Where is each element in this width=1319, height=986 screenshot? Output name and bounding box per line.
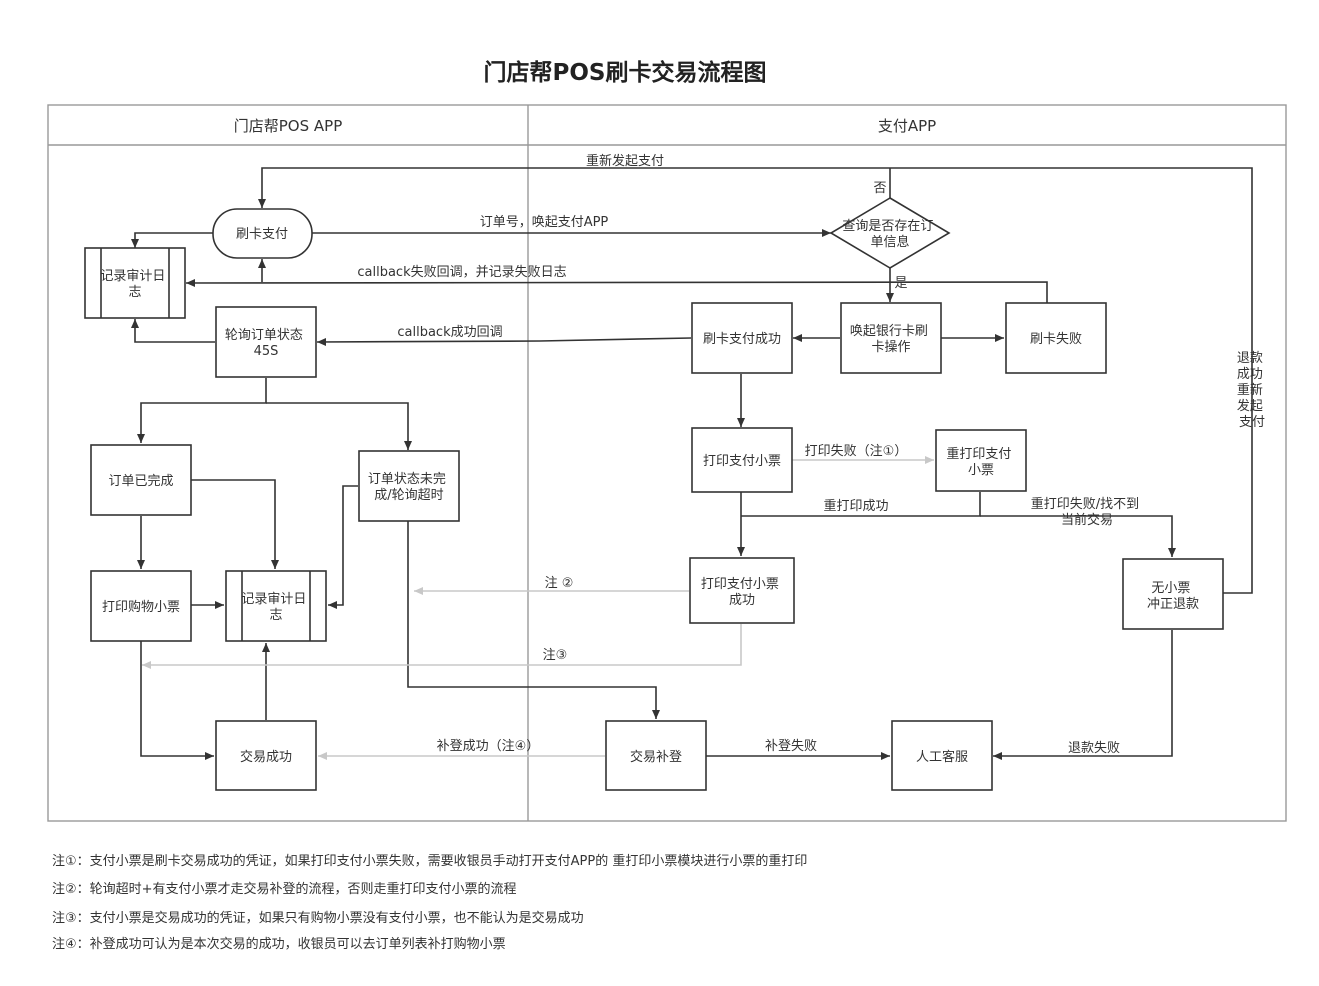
node-print-receipt-ok: 打印支付小票 成功 [689, 557, 795, 624]
node-poll-status: 轮询订单状态 45S [215, 306, 317, 378]
node-manual-service: 人工客服 [891, 720, 993, 791]
node-no-receipt: 无小票 冲正退款 [1122, 558, 1224, 630]
label-no: 否 [873, 181, 886, 196]
svg-text:刷卡支付成功: 刷卡支付成功 [703, 332, 781, 347]
edge-unfinished-to-supplement [407, 521, 660, 719]
edge-swipe-to-audit [131, 232, 213, 248]
svg-text:人工客服: 人工客服 [916, 749, 968, 765]
footnote-1: 注①：支付小票是刷卡交易成功的凭证，如果打印支付小票失败，需要收银员手动打开支付… [52, 854, 808, 869]
label-callback-success: callback成功回调 [397, 325, 502, 340]
label-note3: 注③ [543, 648, 568, 663]
edge-refund-fail [993, 630, 1173, 760]
lane-title-pay-app: 支付APP [878, 117, 936, 135]
footnote-3: 注③：支付小票是交易成功的凭证，如果只有购物小票没有支付小票，也不能认为是交易成… [52, 911, 584, 926]
svg-text:打印购物小票: 打印购物小票 [102, 599, 180, 615]
swimlane-frame [47, 104, 1287, 822]
node-invoke-bank: 唤起银行卡刷 卡操作 [840, 302, 942, 374]
svg-text:查询是否存在订 单信息: 查询是否存在订 单信息 [842, 219, 937, 250]
svg-text:记录审计日 志: 记录审计日 志 [100, 269, 169, 300]
svg-text:打印支付小票 成功: 打印支付小票 成功 [701, 577, 783, 608]
node-swipe-fail: 刷卡失败 [1005, 302, 1107, 374]
edge-refund-reinitiate [258, 167, 1253, 594]
svg-text:唤起银行卡刷 卡操作: 唤起银行卡刷 卡操作 [850, 324, 932, 355]
edge-poll-branch-timeout [266, 402, 412, 450]
node-swipe-pay: 刷卡支付 [212, 208, 313, 259]
node-order-unfinished: 订单状态未完 成/轮询超时 [358, 450, 460, 522]
svg-text:记录审计日 志: 记录审计日 志 [241, 592, 310, 623]
svg-text:刷卡支付: 刷卡支付 [236, 227, 288, 242]
edge-done-to-audit [191, 479, 279, 569]
node-reprint-receipt: 重打印支付 小票 [935, 429, 1027, 492]
node-print-shopping: 打印购物小票 [90, 570, 192, 642]
edge-callback-fail [185, 278, 1048, 303]
edge-note3 [142, 624, 742, 669]
node-supplement: 交易补登 [605, 720, 707, 791]
label-supplement-ok: 补登成功（注④） [437, 739, 540, 754]
label-re-initiate: 重新发起支付 [586, 153, 664, 169]
label-note2: 注 ② [545, 576, 574, 591]
footnote-4: 注④：补登成功可认为是本次交易的成功，收银员可以去订单列表补打购物小票 [52, 937, 506, 952]
edge-poll-branch-done [137, 378, 267, 443]
label-refund-retry: 退款 成功 重新 发起 支付 [1237, 351, 1267, 430]
edge-print-to-success [140, 641, 214, 760]
node-audit-log-top: 记录审计日 志 [84, 247, 186, 319]
label-callback-fail: callback失败回调，并记录失败日志 [357, 265, 566, 280]
svg-text:重打印支付 小票: 重打印支付 小票 [946, 446, 1015, 478]
footnote-2: 注②：轮询超时+有支付小票才走交易补登的流程，否则走重打印支付小票的流程 [52, 882, 517, 897]
svg-text:打印支付小票: 打印支付小票 [703, 454, 781, 469]
lane-title-pos-app: 门店帮POS APP [234, 117, 343, 135]
node-swipe-success: 刷卡支付成功 [691, 302, 793, 374]
label-reprint-ok: 重打印成功 [823, 498, 888, 514]
svg-text:交易补登: 交易补登 [630, 749, 682, 765]
label-reprint-fail: 重打印失败/找不到 当前交易 [1031, 496, 1144, 528]
node-print-receipt: 打印支付小票 [691, 427, 793, 493]
edge-reprint-fail [980, 515, 1176, 557]
svg-text:交易成功: 交易成功 [240, 749, 292, 765]
node-audit-log-mid: 记录审计日 志 [225, 570, 327, 642]
label-yes: 是 [894, 276, 907, 291]
diagram-title: 门店帮POS刷卡交易流程图 [484, 59, 767, 86]
label-refund-fail: 退款失败 [1068, 741, 1120, 756]
node-trade-success: 交易成功 [215, 720, 317, 791]
edge-poll-to-audit [131, 319, 215, 343]
edge-unfinished-to-audit [328, 485, 358, 609]
svg-text:刷卡失败: 刷卡失败 [1030, 332, 1082, 347]
svg-text:轮询订单状态 45S: 轮询订单状态 45S [225, 328, 307, 359]
label-order-invoke: 订单号，唤起支付APP [480, 215, 609, 230]
node-order-done: 订单已完成 [90, 444, 192, 516]
svg-text:订单状态未完 成/轮询超时: 订单状态未完 成/轮询超时 [368, 472, 450, 503]
label-print-fail: 打印失败（注①） [805, 444, 908, 459]
node-query-order: 查询是否存在订 单信息 [829, 197, 951, 269]
edge-callback-success [316, 337, 692, 346]
svg-text:订单已完成: 订单已完成 [108, 474, 173, 489]
label-supplement-fail: 补登失败 [765, 739, 817, 754]
svg-text:无小票 冲正退款: 无小票 冲正退款 [1147, 581, 1199, 612]
